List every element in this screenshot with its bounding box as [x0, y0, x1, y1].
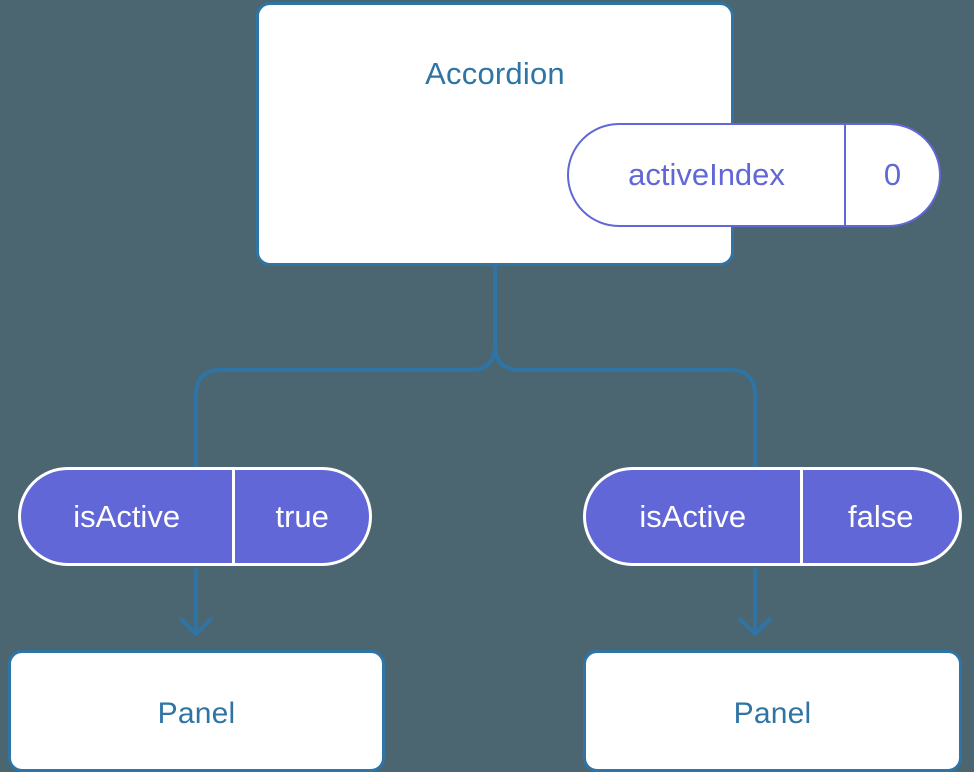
- prop-pill-key: isActive: [639, 498, 747, 534]
- accordion-card[interactable]: Accordion activeIndex 0: [256, 2, 941, 266]
- prop-pill-value: false: [799, 470, 959, 563]
- prop-pill-value: true: [232, 470, 369, 563]
- prop-pill-is-active-true[interactable]: isActive true: [18, 467, 372, 566]
- connector-trunk-left: [194, 264, 497, 469]
- prop-pill-key: isActive: [73, 498, 181, 534]
- connector-trunk-right: [493, 264, 757, 469]
- state-pill-active-index[interactable]: activeIndex 0: [567, 123, 941, 227]
- accordion-card-title: Accordion: [425, 56, 565, 91]
- state-pill-key: activeIndex: [628, 157, 785, 192]
- panel-card-left[interactable]: Panel: [8, 650, 385, 772]
- panel-card-right-title: Panel: [733, 697, 812, 730]
- state-pill-value: 0: [844, 125, 939, 225]
- arrow-head-right: [738, 617, 772, 636]
- prop-pill-is-active-false[interactable]: isActive false: [583, 467, 962, 566]
- panel-card-right[interactable]: Panel: [583, 650, 962, 772]
- panel-card-left-title: Panel: [157, 697, 236, 730]
- arrow-head-left: [179, 617, 213, 636]
